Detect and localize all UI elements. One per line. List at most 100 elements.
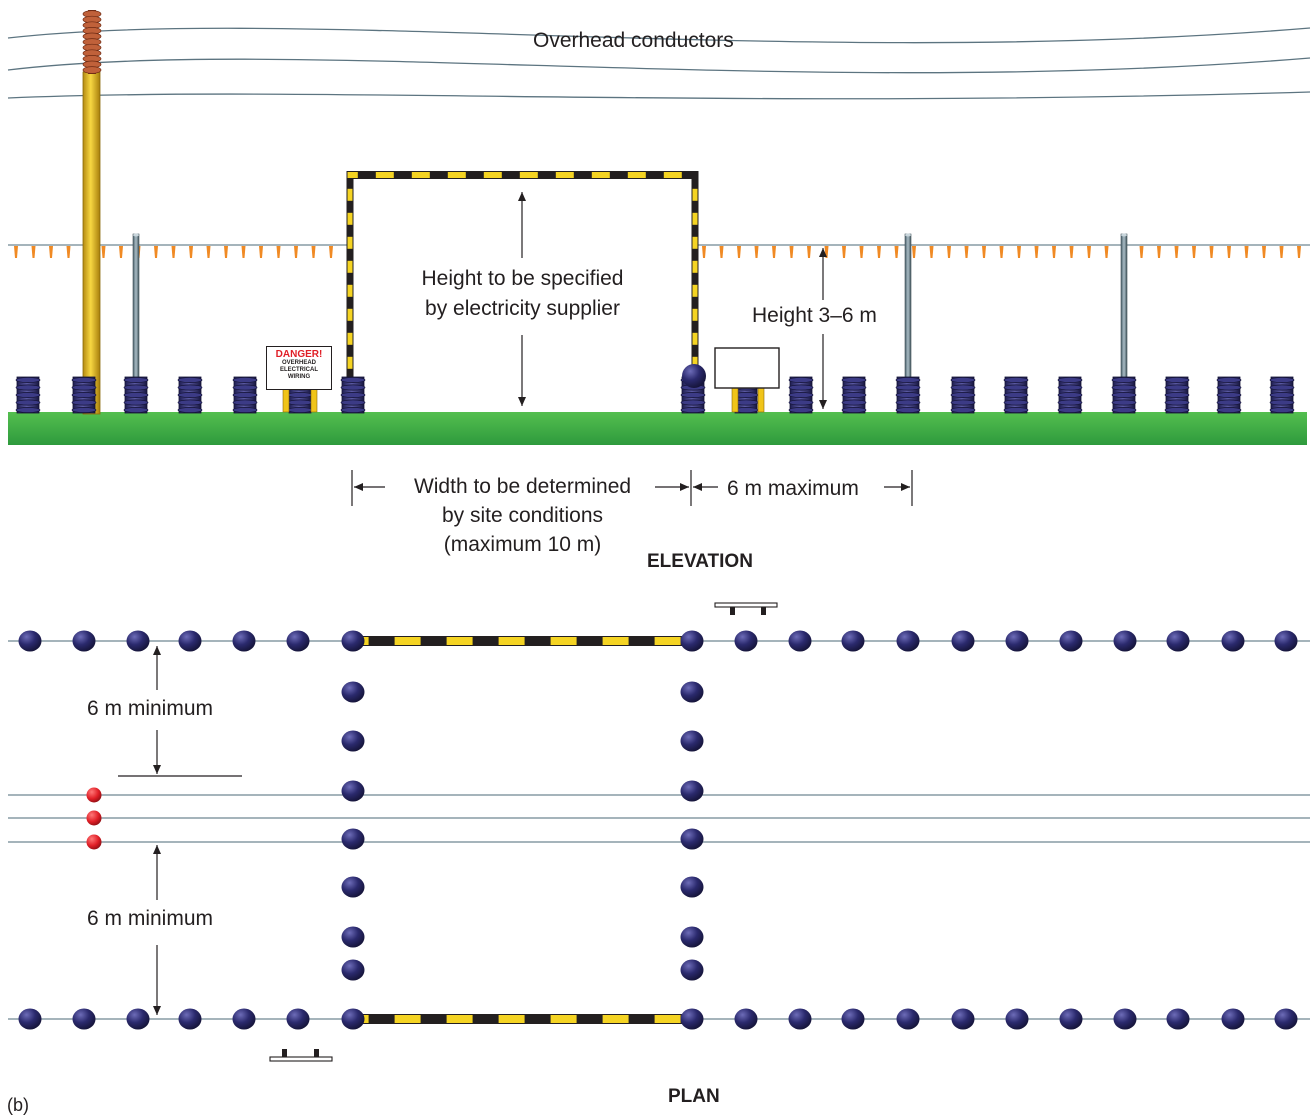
bunting-flag-icon <box>772 246 776 258</box>
elevation-heading: ELEVATION <box>647 551 753 572</box>
plan-dimension-lines <box>118 646 242 1015</box>
bunting-flag-icon <box>964 246 969 258</box>
bunting-flag-icon <box>31 246 36 258</box>
bunting-flag-icon <box>754 246 759 258</box>
bunting-flag-icon <box>1174 246 1179 258</box>
plan-drum-icon <box>951 630 975 652</box>
bunting-flag-icon <box>1227 246 1231 258</box>
bunting-flag-icon <box>1034 246 1039 258</box>
plan-drum-icon <box>1274 1008 1298 1030</box>
tyre-drum-row <box>15 364 1295 414</box>
plan-drum-icon <box>178 630 202 652</box>
goalpost-base-ball <box>682 364 706 388</box>
plan-drum-icon <box>841 1008 865 1030</box>
plan-drum-icon <box>1166 1008 1190 1030</box>
plan-drum-icon <box>896 630 920 652</box>
plan-drum-icon <box>788 1008 812 1030</box>
notice-board <box>714 347 780 413</box>
plan-drum-icon <box>680 959 704 981</box>
bunting-flag-icon <box>294 246 298 258</box>
bunting-flag-icon <box>824 246 829 258</box>
plan-drum-icon <box>1005 630 1029 652</box>
width-label-2: by site conditions <box>441 504 604 527</box>
bunting-flag-icon <box>789 246 794 258</box>
ground <box>8 412 1307 445</box>
bunting-flag-icon <box>119 246 123 258</box>
plan-drum-icon <box>680 681 704 703</box>
bunting-flag-icon <box>842 246 846 258</box>
bunting-flag-icon <box>329 246 333 258</box>
bunting-flag-icon <box>982 246 986 258</box>
bunting-flag-icon <box>1017 246 1021 258</box>
bunting-flag-icon <box>947 246 951 258</box>
plan-drum-icon <box>1166 630 1190 652</box>
plan-drum-icon <box>680 876 704 898</box>
plan-drum-icon <box>680 926 704 948</box>
conductor-marker-icon <box>86 810 102 826</box>
bunting-flag-icon <box>737 246 741 258</box>
tyre-drum-icon <box>340 376 366 414</box>
tyre-drum-icon <box>15 376 41 414</box>
bunting-flag-icon <box>154 246 158 258</box>
plan-drum-icon <box>951 1008 975 1030</box>
plan-drum-icon <box>178 1008 202 1030</box>
bunting-flag-icon <box>1157 246 1161 258</box>
height-spec-label-1: Height to be specified <box>421 267 624 290</box>
bunting-flag-icon <box>49 246 53 258</box>
bunting-line <box>8 244 1310 258</box>
bunting-flag-icon <box>719 246 724 258</box>
goalpost-barrier-plan <box>352 636 693 1024</box>
tyre-drum-icon <box>1216 376 1242 414</box>
plan-drum-icon <box>788 630 812 652</box>
danger-sign: DANGER! OVERHEAD ELECTRICAL WIRING <box>266 346 332 390</box>
bunting-flag-icon <box>877 246 881 258</box>
bunting-flag-icon <box>1297 246 1301 258</box>
plan-drum-icon <box>341 780 365 802</box>
plan-drum-icon <box>126 630 150 652</box>
width-label-3: (maximum 10 m) <box>443 533 602 556</box>
plan-drums <box>18 630 1298 1030</box>
tyre-drum-icon <box>841 376 867 414</box>
height-spec-label-2: by electricity supplier <box>425 297 620 320</box>
conductor-marker-icon <box>86 787 102 803</box>
height-range-label: Height 3–6 m <box>752 304 877 327</box>
overhead-conductors-label: Overhead conductors <box>533 29 734 52</box>
plan-drum-icon <box>232 630 256 652</box>
insulator-icon <box>82 10 102 74</box>
steel-post <box>132 233 140 395</box>
bunting-flag-icon <box>276 246 281 258</box>
bunting-flag-icon <box>206 246 211 258</box>
plan-drum-icon <box>18 1008 42 1030</box>
bunting-flag-icon <box>1279 246 1284 258</box>
plan-sign-symbol <box>269 602 778 1062</box>
bunting-flag-icon <box>14 246 18 258</box>
tyre-drum-icon <box>950 376 976 414</box>
plan-drum-icon <box>1274 630 1298 652</box>
min6-bottom-label: 6 m minimum <box>87 907 214 930</box>
bunting-flag-icon <box>894 246 899 258</box>
tyre-drum-icon <box>1003 376 1029 414</box>
danger-sign-title: DANGER! <box>275 349 323 360</box>
bunting-flag-icon <box>1087 246 1091 258</box>
tyre-drum-icon <box>1164 376 1190 414</box>
plan-drum-icon <box>232 1008 256 1030</box>
plan-drum-icon <box>341 828 365 850</box>
plan-drum-icon <box>341 630 365 652</box>
plan-drum-icon <box>72 630 96 652</box>
panel-label: (b) <box>7 1095 29 1115</box>
bunting-flag-icon <box>1192 246 1196 258</box>
bunting-flag-icon <box>1262 246 1266 258</box>
bunting-flag-icon <box>241 246 246 258</box>
tyre-drum-icon <box>123 376 149 414</box>
tyre-drum-icon <box>788 376 814 414</box>
bunting-flag-icon <box>66 246 71 258</box>
plan-drum-icon <box>341 681 365 703</box>
bunting-flag-icon <box>999 246 1004 258</box>
plan-drum-icon <box>1059 630 1083 652</box>
bunting-flag-icon <box>259 246 263 258</box>
tyre-drum-icon <box>71 376 97 414</box>
plan-drum-icon <box>1113 630 1137 652</box>
steel-post <box>904 233 912 395</box>
plan-drum-icon <box>680 828 704 850</box>
tyre-drum-icon <box>895 376 921 414</box>
